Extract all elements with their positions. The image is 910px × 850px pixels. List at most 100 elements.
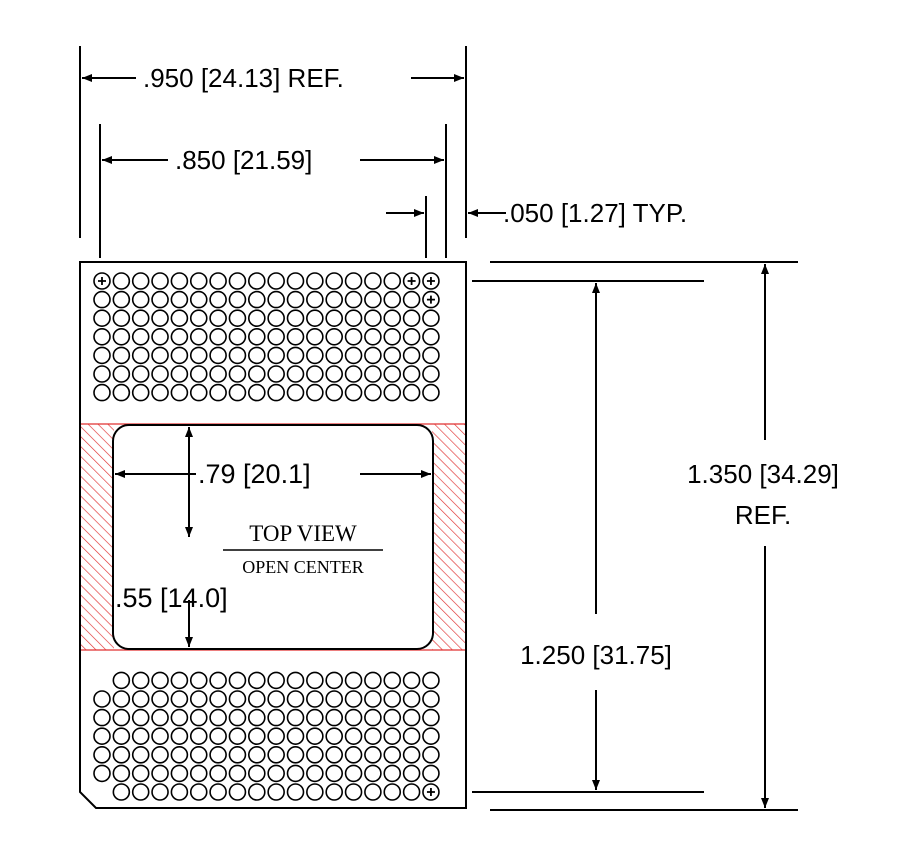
pin-hole-key [422, 272, 440, 290]
pin-hole [422, 309, 440, 328]
pin-hole [228, 671, 247, 690]
pin-hole [112, 690, 131, 708]
pin-hole [364, 727, 382, 746]
pin-hole [228, 690, 247, 708]
pin-hole [170, 690, 189, 708]
pin-hole [267, 346, 285, 365]
pin-hole [306, 290, 324, 309]
pin-hole [209, 727, 227, 746]
pin-hole [422, 346, 440, 365]
pin-hole [247, 727, 266, 746]
pin-hole [402, 383, 421, 402]
pin-hole [170, 365, 189, 383]
pin-hole [422, 671, 440, 690]
pin-hole [325, 346, 344, 365]
right-hatch-strip [432, 424, 466, 650]
pin-hole [325, 327, 344, 346]
dim-overall-height-value: 1.350 [34.29] [687, 459, 839, 489]
pin-hole [286, 365, 305, 383]
pin-hole [267, 272, 285, 290]
pin-hole [93, 309, 111, 328]
pin-hole [131, 690, 150, 708]
pin-hole [344, 290, 363, 309]
pin-hole [383, 346, 402, 365]
pin-hole [325, 783, 344, 801]
pin-hole [364, 708, 382, 727]
pin-hole [422, 383, 440, 402]
pin-hole [344, 745, 363, 764]
pin-hole [383, 365, 402, 383]
pin-hole [267, 327, 285, 346]
pin-hole [402, 690, 421, 708]
pin-hole [286, 708, 305, 727]
pin-hole [131, 365, 150, 383]
pin-hole [364, 764, 382, 783]
pin-hole [364, 745, 382, 764]
pin-hole [267, 708, 285, 727]
pin-hole [364, 309, 382, 328]
pin-key-mark [407, 277, 416, 285]
pin-hole [189, 383, 208, 402]
pin-hole [364, 346, 382, 365]
dim-pin-span-height: 1.250 [31.75] [520, 640, 672, 670]
pin-hole [402, 764, 421, 783]
pin-hole [247, 309, 266, 328]
pin-hole [189, 309, 208, 328]
pin-hole [93, 365, 111, 383]
pin-hole [189, 365, 208, 383]
pin-hole [151, 383, 169, 402]
pin-hole [383, 745, 402, 764]
pin-hole [364, 365, 382, 383]
pin-hole [151, 671, 169, 690]
pin-hole [267, 783, 285, 801]
pin-hole [383, 690, 402, 708]
pin-hole [402, 290, 421, 309]
pin-hole [151, 327, 169, 346]
pin-hole [325, 671, 344, 690]
pin-hole [402, 365, 421, 383]
pin-hole [364, 290, 382, 309]
pin-hole [247, 783, 266, 801]
pin-hole [306, 346, 324, 365]
pin-hole [306, 383, 324, 402]
pin-hole [344, 327, 363, 346]
pin-hole [422, 708, 440, 727]
pin-hole [286, 671, 305, 690]
pin-hole [189, 671, 208, 690]
pin-hole [209, 290, 227, 309]
pin-hole [344, 783, 363, 801]
pin-hole [228, 783, 247, 801]
pin-hole [228, 383, 247, 402]
dim-overall-width: .950 [24.13] REF. [143, 63, 344, 93]
pin-hole-key [93, 272, 111, 290]
pin-hole [112, 327, 131, 346]
pin-hole [209, 383, 227, 402]
pin-hole [131, 327, 150, 346]
pin-hole [93, 745, 111, 764]
pin-hole [209, 346, 227, 365]
pin-hole [247, 708, 266, 727]
pin-hole [228, 708, 247, 727]
pin-hole [286, 272, 305, 290]
pin-hole [189, 272, 208, 290]
pin-hole [131, 346, 150, 365]
pin-hole [189, 690, 208, 708]
pin-hole [170, 745, 189, 764]
pin-hole [131, 272, 150, 290]
pin-hole [402, 783, 421, 801]
pin-hole [306, 272, 324, 290]
pin-hole [209, 327, 227, 346]
pin-hole [402, 708, 421, 727]
pin-hole [267, 309, 285, 328]
pin-hole [112, 365, 131, 383]
pin-hole [112, 290, 131, 309]
pin-hole [209, 708, 227, 727]
pin-hole [402, 327, 421, 346]
pin-hole [151, 708, 169, 727]
pin-hole [344, 365, 363, 383]
pin-hole [131, 727, 150, 746]
view-title: TOP VIEW [249, 521, 357, 546]
pin-hole [151, 783, 169, 801]
pin-hole [209, 783, 227, 801]
